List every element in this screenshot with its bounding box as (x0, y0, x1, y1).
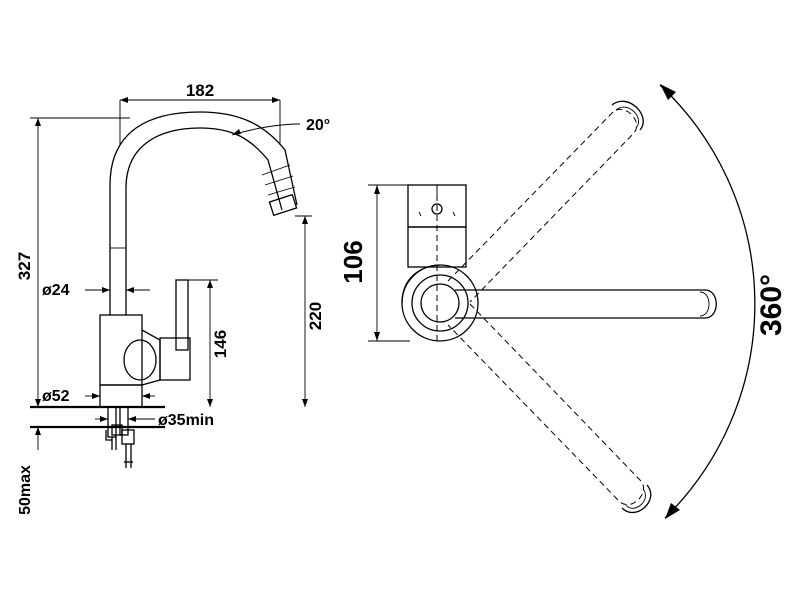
dimension-base-depth: 106 (338, 184, 410, 342)
spout-position-lower (447, 303, 652, 514)
dimension-angle: 20° (231, 117, 330, 136)
base-depth-label: 106 (338, 240, 368, 283)
dimension-base-diameter: ø52 (42, 388, 155, 405)
angle-label: 20° (306, 117, 330, 134)
faucet-body (99, 279, 191, 386)
base-and-mount (30, 384, 165, 468)
spout-position-center (455, 289, 717, 319)
base-diameter-label: ø52 (42, 388, 70, 405)
hole-diameter-label: ø35min (158, 412, 214, 429)
swivel-hub (401, 264, 479, 342)
dimension-body-height: 146 (188, 279, 230, 407)
spout (109, 111, 298, 248)
dimension-pipe-diameter: ø24 (42, 282, 150, 299)
dimension-hole-diameter: ø35min (95, 412, 214, 429)
rotation-arc: 360° (659, 84, 788, 519)
top-view: 106 360° (338, 84, 788, 519)
counter-thickness-label: 50max (17, 465, 34, 515)
side-view: 182 20° 327 220 (15, 81, 330, 515)
spout-position-upper (447, 100, 644, 303)
dimension-counter-thickness: 50max (17, 427, 41, 515)
dimension-total-height: 327 (15, 117, 130, 407)
rotation-label: 360° (755, 274, 788, 336)
total-height-label: 327 (15, 252, 34, 280)
pipe (109, 247, 127, 315)
dimension-spout-height: 220 (295, 215, 325, 407)
spout-height-label: 220 (306, 302, 325, 330)
body-height-label: 146 (211, 330, 230, 358)
dimension-width: 182 (119, 81, 281, 145)
width-label: 182 (186, 81, 214, 100)
pipe-diameter-label: ø24 (42, 282, 70, 299)
